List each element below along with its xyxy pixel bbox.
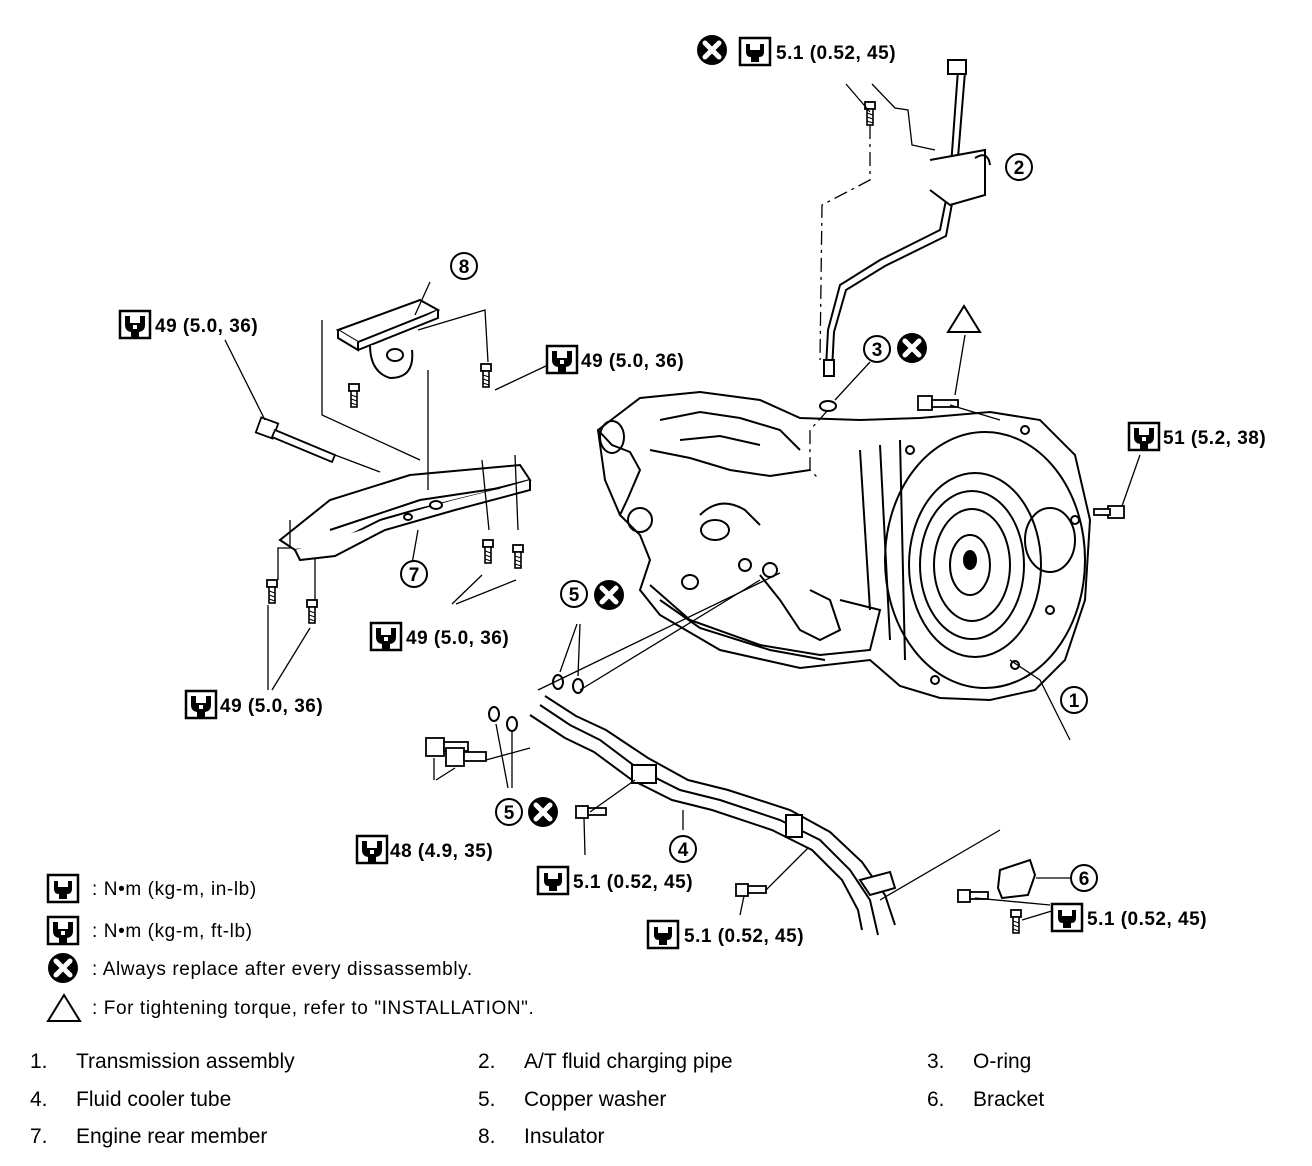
svg-text:: N•m (kg-m, in-lb): : N•m (kg-m, in-lb): [92, 879, 257, 900]
callout-4: 4: [669, 835, 697, 863]
bolt-member-c: [266, 579, 278, 604]
svg-text:5: 5: [569, 585, 580, 606]
svg-text:5.1 (0.52, 45): 5.1 (0.52, 45): [573, 872, 693, 893]
parts-list-item: 3.O-ring: [927, 1050, 1032, 1073]
bolt-member-a: [482, 539, 494, 564]
fluid-charging-pipe: [823, 59, 991, 377]
svg-text:51 (5.2, 38): 51 (5.2, 38): [1163, 428, 1266, 449]
svg-text:49 (5.0, 36): 49 (5.0, 36): [581, 351, 684, 372]
callout-8: 8: [450, 252, 478, 280]
engine-rear-member: [278, 463, 532, 562]
svg-text:1: 1: [1069, 691, 1080, 712]
bolt-bracket: [1010, 909, 1022, 934]
svg-text:2: 2: [1014, 158, 1025, 179]
callout-2: 2: [1005, 153, 1033, 181]
bolt-member-b: [512, 544, 524, 569]
parts-list-item: 6.Bracket: [927, 1088, 1045, 1111]
bolt-triangle: [917, 395, 959, 411]
bolt-clip-a: [575, 805, 607, 819]
svg-text:7: 7: [409, 565, 420, 586]
legend-row-triangle: : For tightening torque, refer to "INSTA…: [46, 993, 534, 1022]
svg-text:4: 4: [678, 840, 689, 861]
transmission-assembly: [596, 390, 1092, 702]
torque-label-clip-a: 5.1 (0.52, 45): [536, 865, 693, 896]
svg-text:49 (5.0, 36): 49 (5.0, 36): [155, 316, 258, 337]
replace-x-icon: [594, 580, 624, 610]
callout-6: 6: [1070, 864, 1098, 892]
parts-list-item: 7.Engine rear member: [30, 1125, 268, 1148]
legend-row-ft-lb: : N•m (kg-m, ft-lb): [46, 915, 253, 946]
bolt-dipstick: [864, 101, 876, 126]
copper-washers: [488, 674, 584, 732]
svg-text:3: 3: [872, 340, 883, 361]
callout-3: 3: [863, 335, 891, 363]
svg-text:5: 5: [504, 803, 515, 824]
parts-list-item: 1.Transmission assembly: [30, 1050, 295, 1073]
torque-label-union: 48 (4.9, 35): [355, 834, 493, 865]
torque-wrench-large-icon: [46, 915, 80, 946]
leader-lines: [224, 83, 1141, 921]
svg-text:5.1 (0.52, 45): 5.1 (0.52, 45): [776, 43, 896, 64]
svg-text:8: 8: [459, 257, 470, 278]
bolt-union: [425, 737, 487, 767]
svg-text:5.1 (0.52, 45): 5.1 (0.52, 45): [684, 926, 804, 947]
torque-label-member-center: 49 (5.0, 36): [369, 621, 509, 652]
legend-row-in-lb: : N•m (kg-m, in-lb): [46, 873, 257, 904]
torque-label-mount-right: 49 (5.0, 36): [545, 344, 684, 375]
parts-list-item: 8.Insulator: [478, 1125, 605, 1148]
callout-7: 7: [400, 560, 428, 588]
svg-text:6: 6: [1079, 869, 1090, 890]
svg-text:49 (5.0, 36): 49 (5.0, 36): [220, 696, 323, 717]
bolt-bellhousing: [1093, 505, 1125, 519]
bracket: [996, 858, 1037, 900]
torque-label-dipstick: 5.1 (0.52, 45): [738, 36, 896, 67]
bolt-bracket-side: [957, 889, 989, 903]
bolt-member-through: [254, 416, 337, 464]
torque-wrench-small-icon: [46, 873, 80, 904]
torque-label-mount-left: 49 (5.0, 36): [118, 309, 258, 340]
svg-text:: Always replace after every d: : Always replace after every dissassembl…: [92, 959, 473, 980]
parts-list-item: 2.A/T fluid charging pipe: [478, 1050, 733, 1073]
parts-list-item: 5.Copper washer: [478, 1088, 667, 1111]
bolt-member-d: [306, 599, 318, 624]
o-ring: [819, 400, 837, 412]
torque-label-clip-b: 5.1 (0.52, 45): [646, 919, 804, 950]
replace-x-icon: [897, 333, 927, 363]
callout-5-lower: 5: [495, 798, 523, 826]
torque-label-bracket: 5.1 (0.52, 45): [1050, 902, 1207, 933]
replace-x-icon: [48, 953, 78, 983]
bolt-clip-b: [735, 883, 767, 897]
torque-label-bellhousing: 51 (5.2, 38): [1127, 421, 1266, 452]
svg-text:49 (5.0, 36): 49 (5.0, 36): [406, 628, 509, 649]
svg-text:: N•m (kg-m, ft-lb): : N•m (kg-m, ft-lb): [92, 921, 253, 942]
svg-text:48 (4.9, 35): 48 (4.9, 35): [390, 841, 493, 862]
svg-text:: For tightening torque, refer: : For tightening torque, refer to "INSTA…: [92, 998, 534, 1019]
legend-row-replace: : Always replace after every dissassembl…: [48, 953, 473, 983]
callout-1: 1: [1060, 686, 1088, 714]
fluid-cooler-tube: [529, 695, 897, 936]
triangle-icon: [946, 304, 982, 333]
torque-label-member-left: 49 (5.0, 36): [184, 689, 323, 720]
parts-list: 1.Transmission assembly 2.A/T fluid char…: [0, 1040, 1312, 1166]
insulator: [335, 298, 441, 380]
bolt-mount-right: [480, 363, 492, 388]
parts-list-item: 4.Fluid cooler tube: [30, 1088, 232, 1111]
bolt-mount-left: [348, 383, 360, 408]
triangle-icon: [46, 993, 82, 1022]
svg-text:5.1 (0.52, 45): 5.1 (0.52, 45): [1087, 909, 1207, 930]
callout-5-upper: 5: [560, 580, 588, 608]
replace-x-icon: [697, 35, 727, 65]
replace-x-icon: [528, 797, 558, 827]
